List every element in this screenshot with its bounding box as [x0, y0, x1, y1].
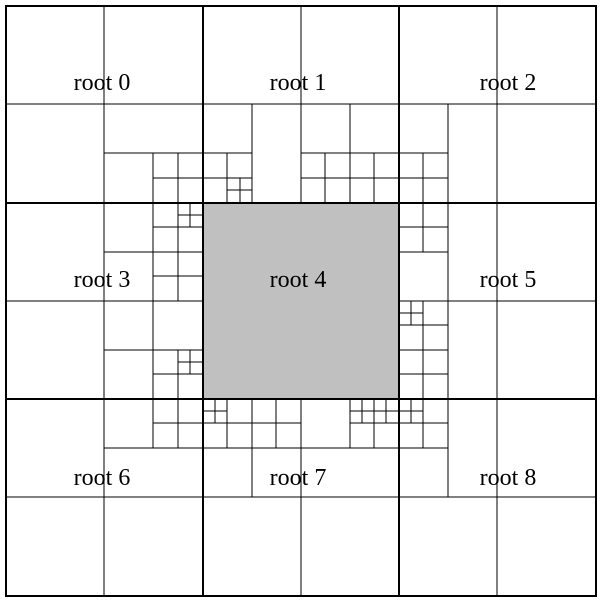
root-3-label: root 3: [74, 267, 131, 293]
root-4-label: root 4: [270, 267, 327, 293]
root-1-label: root 1: [270, 70, 327, 96]
root-6-label: root 6: [74, 465, 131, 491]
refinement-grid: [6, 6, 596, 596]
root-labels: root 0 root 1 root 2 root 3 root 4 root …: [74, 70, 537, 491]
root-borders: [5, 5, 597, 597]
root-2-label: root 2: [480, 70, 537, 96]
root-7-label: root 7: [270, 465, 327, 491]
outer-border: [5, 5, 597, 597]
root-8-label: root 8: [480, 465, 537, 491]
root-0-label: root 0: [74, 70, 131, 96]
root-5-label: root 5: [480, 267, 537, 293]
root-4-fill: [203, 203, 399, 399]
